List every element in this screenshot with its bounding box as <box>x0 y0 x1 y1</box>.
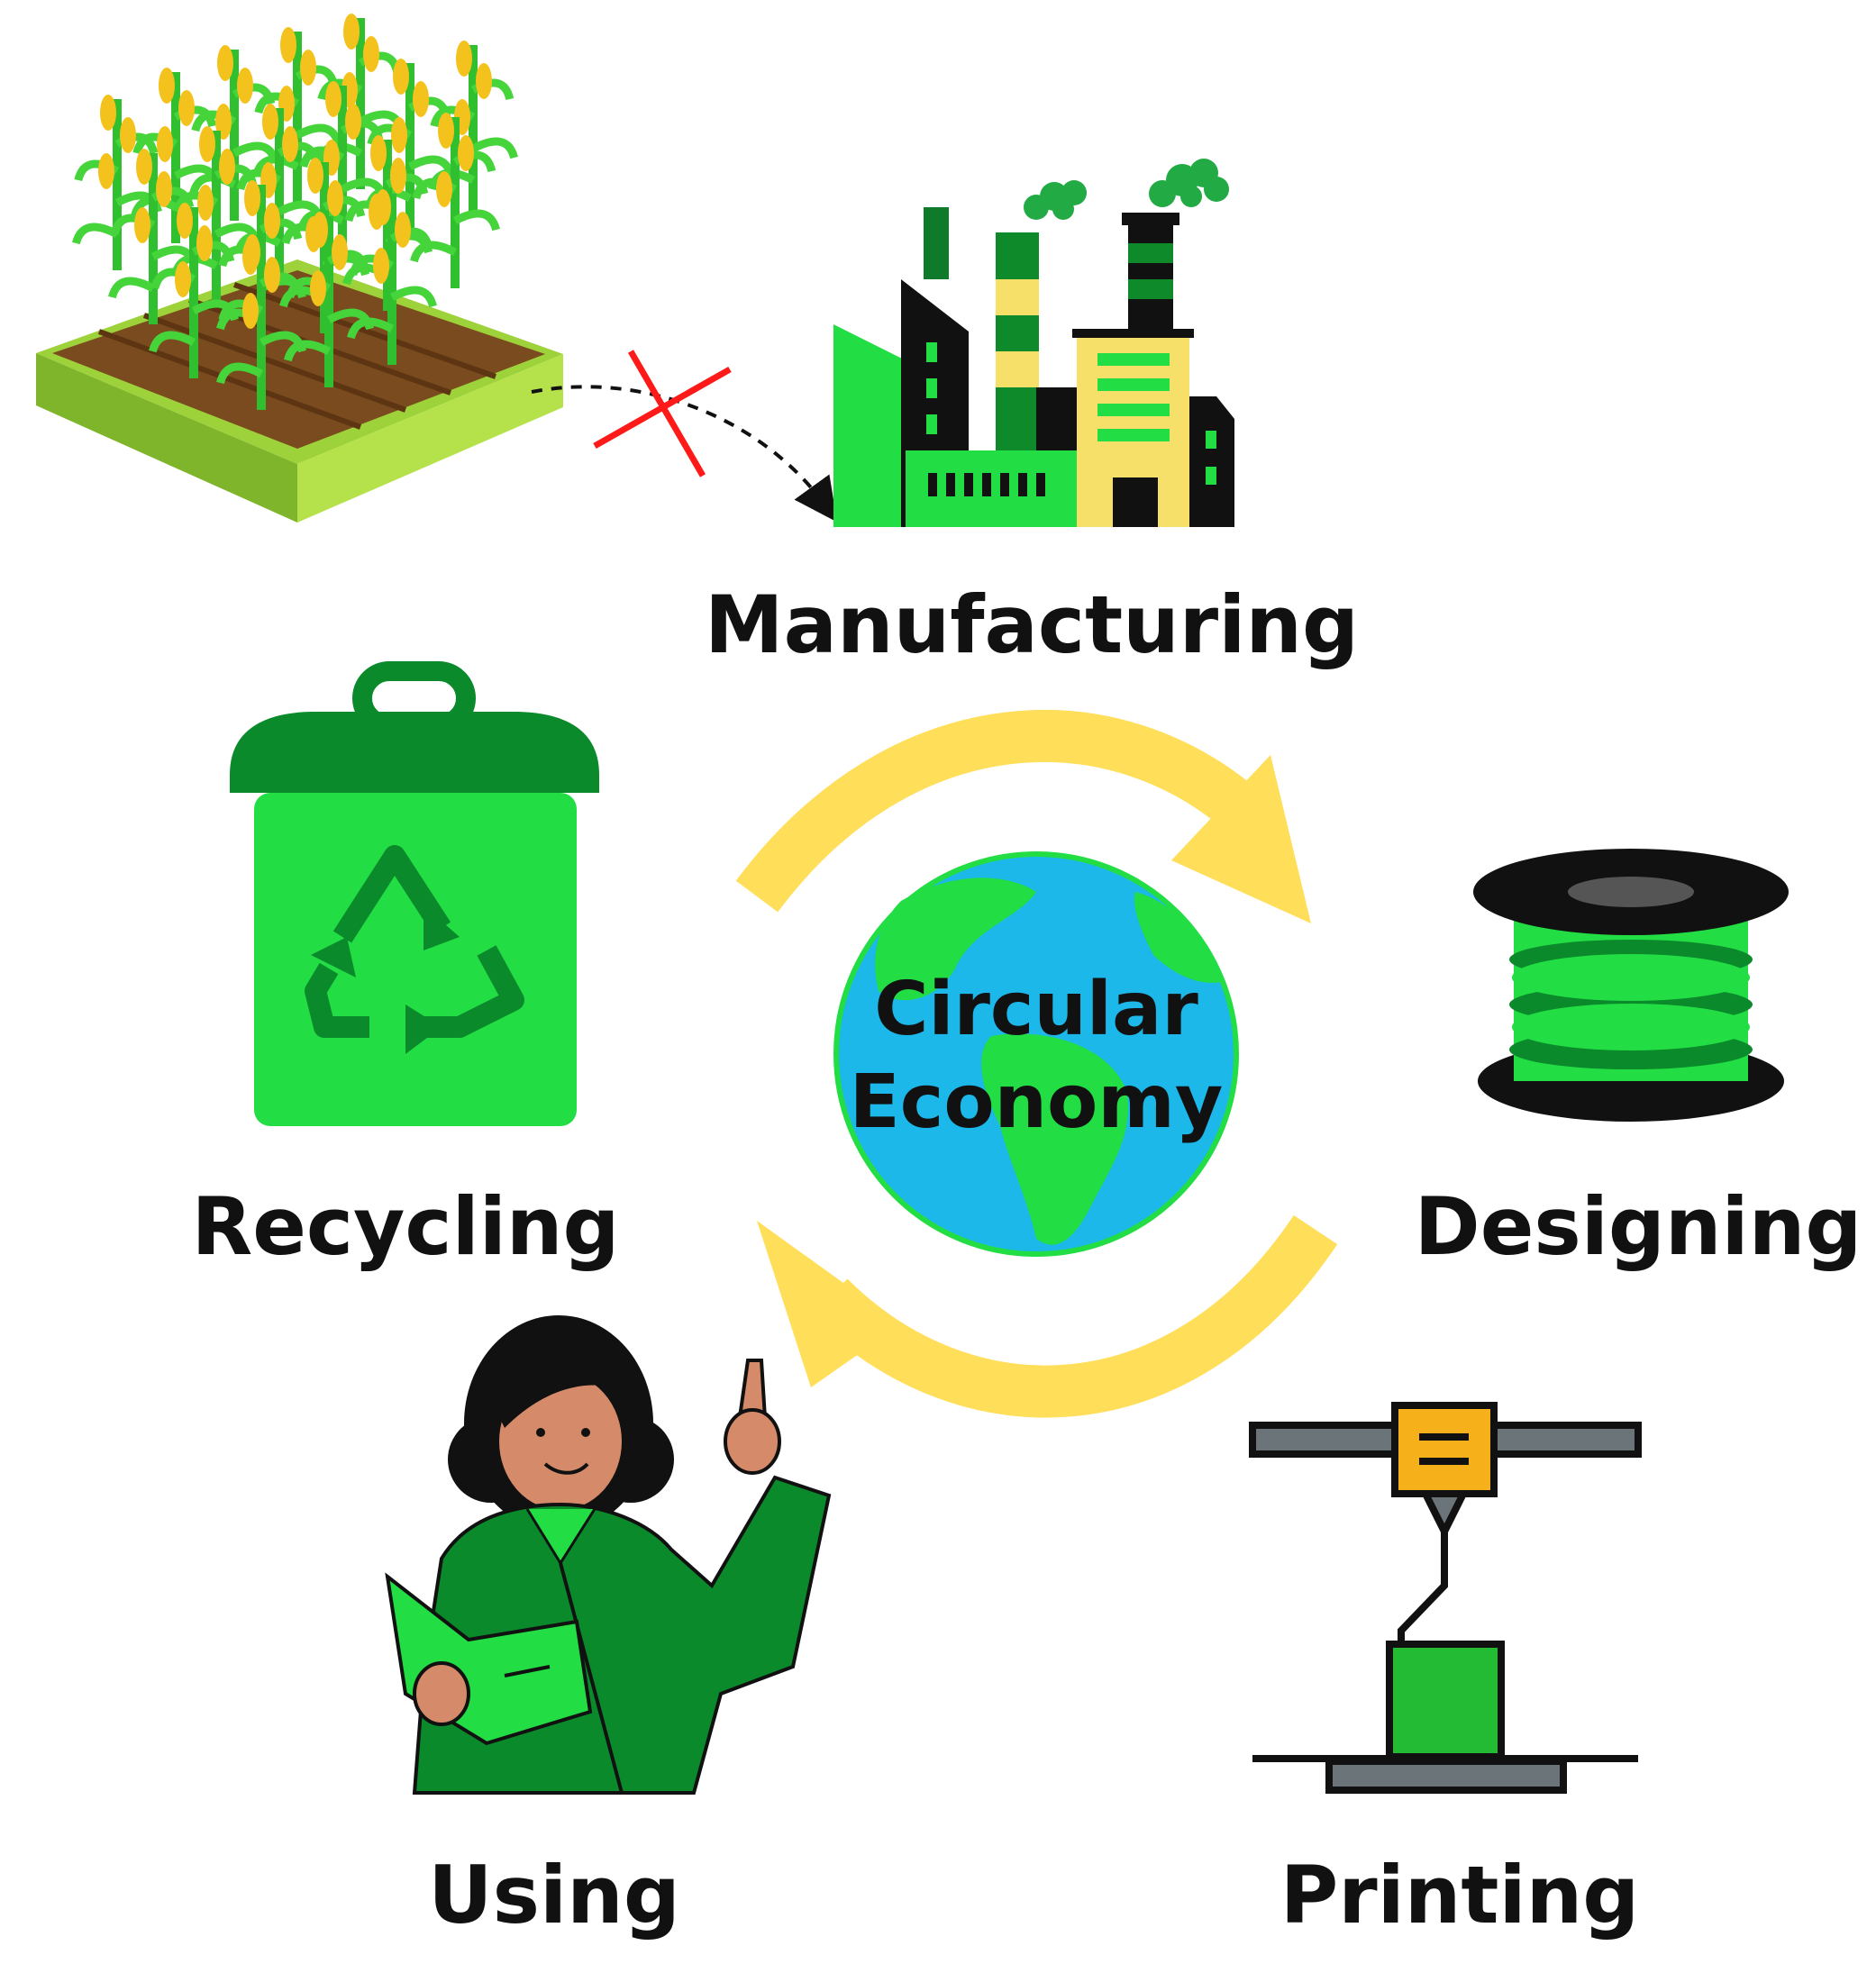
stage-label-recycling: Recycling <box>191 1180 620 1273</box>
corn-plant <box>108 149 198 324</box>
corn-plant <box>149 203 239 378</box>
center-label: Circular Economy <box>766 964 1307 1149</box>
bottom-cycle-arrow <box>810 1214 1338 1418</box>
filament-spool-icon <box>1473 849 1789 1122</box>
corn-plant <box>284 212 374 387</box>
top-cycle-arrow <box>735 710 1270 913</box>
corn-plant <box>189 45 279 221</box>
stage-label-designing: Designing <box>1414 1180 1862 1273</box>
corn-plant <box>131 68 221 243</box>
corn-plant <box>171 126 261 302</box>
woman-reading-icon <box>385 1315 832 1795</box>
blocked-arrow <box>531 350 838 523</box>
corn-plant <box>347 189 437 365</box>
corn-field-icon <box>36 14 563 523</box>
corn-plant <box>410 113 500 288</box>
stage-label-printing: Printing <box>1280 1849 1640 1941</box>
corn-plant <box>252 27 342 203</box>
recycle-bin-icon <box>230 661 599 1126</box>
3d-printer-icon <box>1249 1402 1642 1794</box>
cycle-arrows <box>735 710 1338 1418</box>
center-label-line2: Economy <box>849 1059 1224 1145</box>
stage-label-manufacturing: Manufacturing <box>705 578 1359 671</box>
globe-icon <box>833 851 1239 1257</box>
center-label-line1: Circular <box>874 967 1198 1052</box>
stage-label-using: Using <box>428 1849 680 1941</box>
factory-icon <box>833 159 1234 527</box>
